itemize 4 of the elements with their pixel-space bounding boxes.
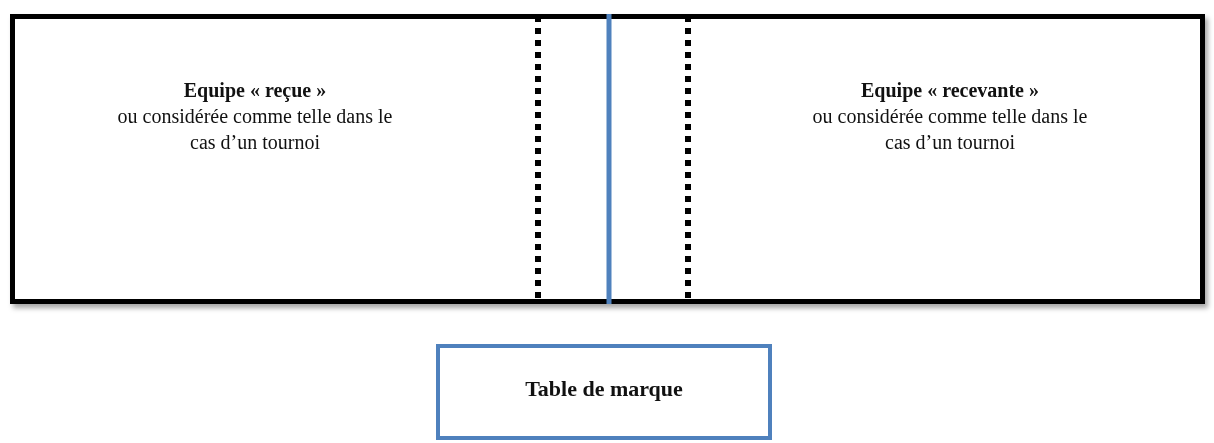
team-label: Equipe « reçue » ou considérée comme telle dans le cas d’un tournoi	[116, 78, 394, 155]
scorer-table-box: Table de marque	[436, 344, 772, 440]
court-rectangle	[10, 14, 1205, 304]
team-label: Equipe « recevante » ou considérée comme telle dans le cas d’un tournoi	[811, 78, 1089, 155]
